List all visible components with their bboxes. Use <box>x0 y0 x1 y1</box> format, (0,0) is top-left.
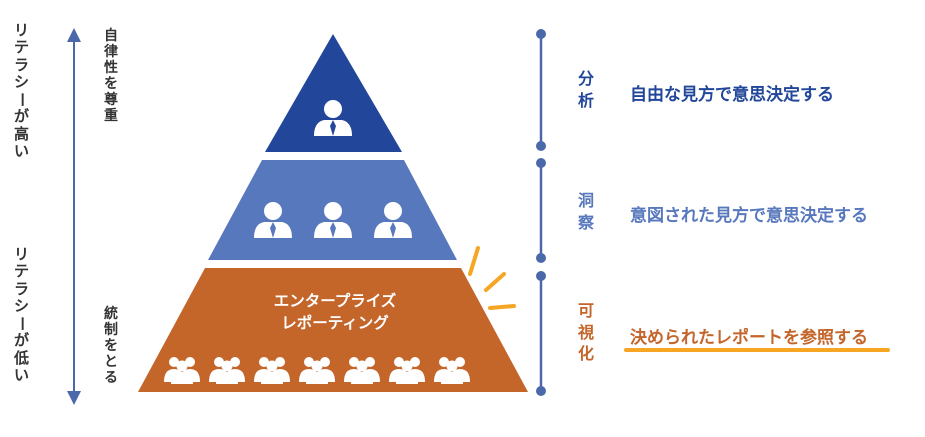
group-icon <box>254 357 290 384</box>
person-icon <box>374 202 412 238</box>
group-icon <box>389 357 425 384</box>
statement-visualization: 決められたレポートを参照する <box>630 328 868 348</box>
tier-label-insight: 洞察 <box>578 191 595 232</box>
group-icon <box>164 357 200 384</box>
group-icon <box>434 357 470 384</box>
high-literacy-label: リテラシーが高い <box>13 21 32 160</box>
enterprise-reporting-line1: エンタープライズ <box>273 292 397 310</box>
statement-analysis: 自由な見方で意思決定する <box>630 85 834 105</box>
axis-arrow-down-icon <box>67 391 81 405</box>
statement-insight: 意図された見方で意思決定する <box>630 206 868 226</box>
group-icon <box>209 357 245 384</box>
respect-autonomy-label: 自律性を尊重 <box>104 28 118 125</box>
tier-axis <box>536 29 546 396</box>
tier-label-visualization: 可視化 <box>578 301 595 364</box>
pyramid-top-tier <box>265 34 402 152</box>
person-icon <box>254 202 292 238</box>
group-icon <box>344 357 380 384</box>
enterprise-reporting-line2: レポーティング <box>281 314 389 333</box>
take-control-label: 統制をとる <box>104 306 118 387</box>
emphasis-sparkle-icon <box>468 246 516 310</box>
enterprise-reporting-label: エンタープライズ レポーティング <box>230 290 440 335</box>
tier-label-analysis: 分析 <box>578 69 595 110</box>
person-icon <box>314 100 352 136</box>
low-literacy-label: リテラシーが低い <box>13 245 32 384</box>
person-icon <box>314 202 352 238</box>
axis-arrow-up-icon <box>67 28 81 42</box>
group-icon <box>299 357 335 384</box>
